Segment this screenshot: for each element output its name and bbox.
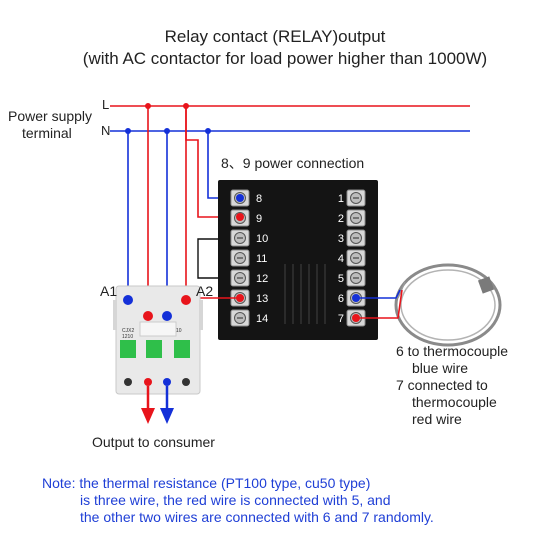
terminal-2: 2 xyxy=(338,209,366,227)
terminal-number: 12 xyxy=(256,273,268,285)
terminal-number: 2 xyxy=(338,213,344,225)
terminal-number: 7 xyxy=(338,313,344,325)
contactor-top-terminals xyxy=(123,295,191,321)
contactor-a1-label: A1 xyxy=(100,283,117,299)
power-connection-label: 8、9 power connection xyxy=(221,155,364,171)
terminal-11: 11 xyxy=(230,249,267,267)
live-wire-to-terminal-9 xyxy=(185,106,244,218)
terminal-5: 5 xyxy=(338,269,366,287)
terminal-4: 4 xyxy=(338,249,366,267)
terminal-14: 14 xyxy=(230,309,268,327)
output-arrow-neutral xyxy=(160,386,174,424)
terminal-1: 1 xyxy=(338,189,366,207)
terminal-number: 13 xyxy=(256,293,268,305)
title-line2: (with AC contactor for load power higher… xyxy=(83,49,487,68)
contactor-model-line2: 1210 xyxy=(122,334,133,340)
terminal-number: 5 xyxy=(338,273,344,285)
terminal-number: 9 xyxy=(256,213,262,225)
temperature-controller xyxy=(218,180,378,340)
terminal-number: 6 xyxy=(338,293,344,305)
left-terminal-column: 8 9 10 11 12 13 14 xyxy=(230,189,268,327)
thermocouple-note-line3: 7 connected to xyxy=(396,377,488,393)
terminal-number: 1 xyxy=(338,193,344,205)
thermocouple-note-line5: red wire xyxy=(412,411,462,427)
terminal-12: 12 xyxy=(230,269,268,287)
note-line1: Note: the thermal resistance (PT100 type… xyxy=(42,475,370,491)
terminal-9: 9 xyxy=(230,209,262,227)
contactor-window xyxy=(174,340,190,358)
output-arrow-live xyxy=(141,386,155,424)
power-supply-label: Power supply xyxy=(8,108,92,124)
terminal-7-red-dot xyxy=(352,314,360,322)
contactor-bottom-terminals xyxy=(124,378,190,386)
terminal-8-blue-dot xyxy=(236,194,244,202)
thermocouple-note-line2: blue wire xyxy=(412,360,468,376)
terminal-number: 8 xyxy=(256,193,262,205)
contactor-window xyxy=(120,340,136,358)
live-label: L xyxy=(102,97,109,112)
terminal-8: 8 xyxy=(230,189,262,207)
thermocouple-blue-wire xyxy=(356,289,401,299)
contactor-center-panel xyxy=(139,321,177,337)
terminal-3: 3 xyxy=(338,229,366,247)
contactor-a2-label: A2 xyxy=(196,283,213,299)
thermocouple-note-line1: 6 to thermocouple xyxy=(396,343,508,359)
neutral-label: N xyxy=(101,123,110,138)
thermocouple-probe xyxy=(394,263,502,347)
ac-contactor: CJX2 1210 10 xyxy=(113,285,203,395)
contactor-side-mark: 10 xyxy=(176,328,182,334)
terminal-number: 3 xyxy=(338,233,344,245)
note-line2: is three wire, the red wire is connected… xyxy=(80,492,391,508)
contactor-model-line1: CJX2 xyxy=(122,328,134,334)
terminal-6-blue-dot xyxy=(352,294,360,302)
contactor-window xyxy=(146,340,162,358)
vent-slots xyxy=(284,264,326,324)
terminal-number: 11 xyxy=(256,253,267,265)
title-line1: Relay contact (RELAY)output xyxy=(165,27,386,46)
power-supply-label-2: terminal xyxy=(22,125,72,141)
terminal-number: 14 xyxy=(256,313,268,325)
note-line3: the other two wires are connected with 6… xyxy=(80,509,434,525)
terminal-number: 10 xyxy=(256,233,268,245)
thermocouple-note-line4: thermocouple xyxy=(412,394,497,410)
terminal-10: 10 xyxy=(230,229,268,247)
terminal-number: 4 xyxy=(338,253,344,265)
terminal-9-red-dot xyxy=(236,213,244,221)
thermocouple-red-wire xyxy=(356,289,403,319)
terminal-13-red-dot xyxy=(236,294,244,302)
output-label: Output to consumer xyxy=(92,434,215,450)
